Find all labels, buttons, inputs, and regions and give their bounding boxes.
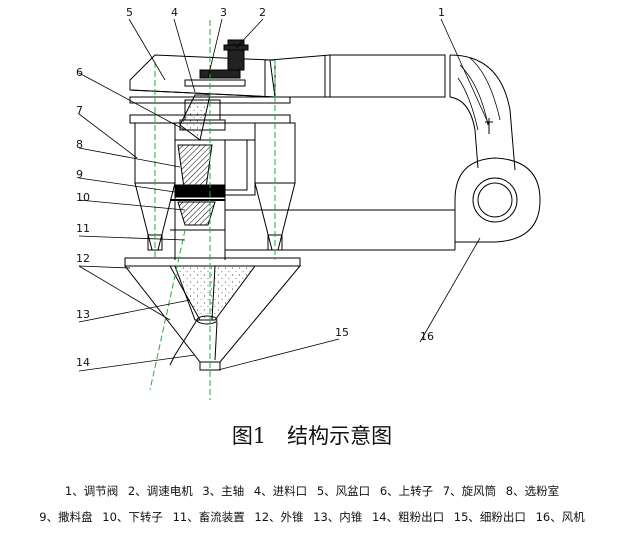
callout-15: 15 <box>335 326 349 339</box>
legend-item: 12、外锥 <box>254 510 304 524</box>
callout-16: 16 <box>420 330 434 343</box>
legend-item: 13、内锥 <box>313 510 363 524</box>
callout-labels: 1 2 3 4 5 6 7 8 9 10 11 12 13 14 15 16 <box>76 6 445 369</box>
legend-item: 5、风盆口 <box>316 484 371 498</box>
fan <box>454 157 541 243</box>
callout-1: 1 <box>438 6 445 19</box>
cyclone-left <box>134 122 176 251</box>
legend-row-1: 1、调节阀 2、调速电机 3、主轴 4、进料口 5、风盆口 6、上转子 7、旋风… <box>0 483 624 499</box>
legend-item: 8、选粉室 <box>505 484 560 498</box>
separating-chamber <box>170 94 256 260</box>
callout-9: 9 <box>76 168 83 181</box>
return-duct <box>225 209 456 251</box>
inner-cone <box>169 265 221 371</box>
callout-7: 7 <box>76 104 83 117</box>
legend-item: 11、畜流装置 <box>172 510 245 524</box>
legend-item: 9、撒料盘 <box>39 510 93 524</box>
figure-caption: 图1 结构示意图 <box>231 424 393 448</box>
callout-11: 11 <box>76 222 90 235</box>
legend-item: 7、旋风筒 <box>442 484 497 498</box>
legend-item: 3、主轴 <box>202 484 245 498</box>
legend-item: 1、调节阀 <box>64 484 119 498</box>
callout-6: 6 <box>76 66 83 79</box>
callout-13: 13 <box>76 308 90 321</box>
legend-item: 6、上转子 <box>379 484 434 498</box>
callout-4: 4 <box>171 6 178 19</box>
callout-14: 14 <box>76 356 90 369</box>
speed-motor <box>184 39 249 87</box>
legend-item: 15、细粉出口 <box>453 510 526 524</box>
legend-item: 10、下转子 <box>102 510 163 524</box>
callout-12: 12 <box>76 252 90 265</box>
air-duct <box>269 54 516 171</box>
center-lines <box>149 20 276 400</box>
callout-8: 8 <box>76 138 83 151</box>
legend-row-2: 9、撒料盘 10、下转子 11、畜流装置 12、外锥 13、内锥 14、粗粉出口… <box>0 509 624 525</box>
leader-lines <box>78 18 490 372</box>
callout-2: 2 <box>259 6 266 19</box>
callout-10: 10 <box>76 191 90 204</box>
legend-item: 4、进料口 <box>253 484 308 498</box>
legend-item: 16、风机 <box>535 510 585 524</box>
callout-5: 5 <box>126 6 133 19</box>
legend-item: 14、粗粉出口 <box>371 510 445 524</box>
legend-item: 2、调速电机 <box>127 484 193 498</box>
callout-3: 3 <box>220 6 227 19</box>
